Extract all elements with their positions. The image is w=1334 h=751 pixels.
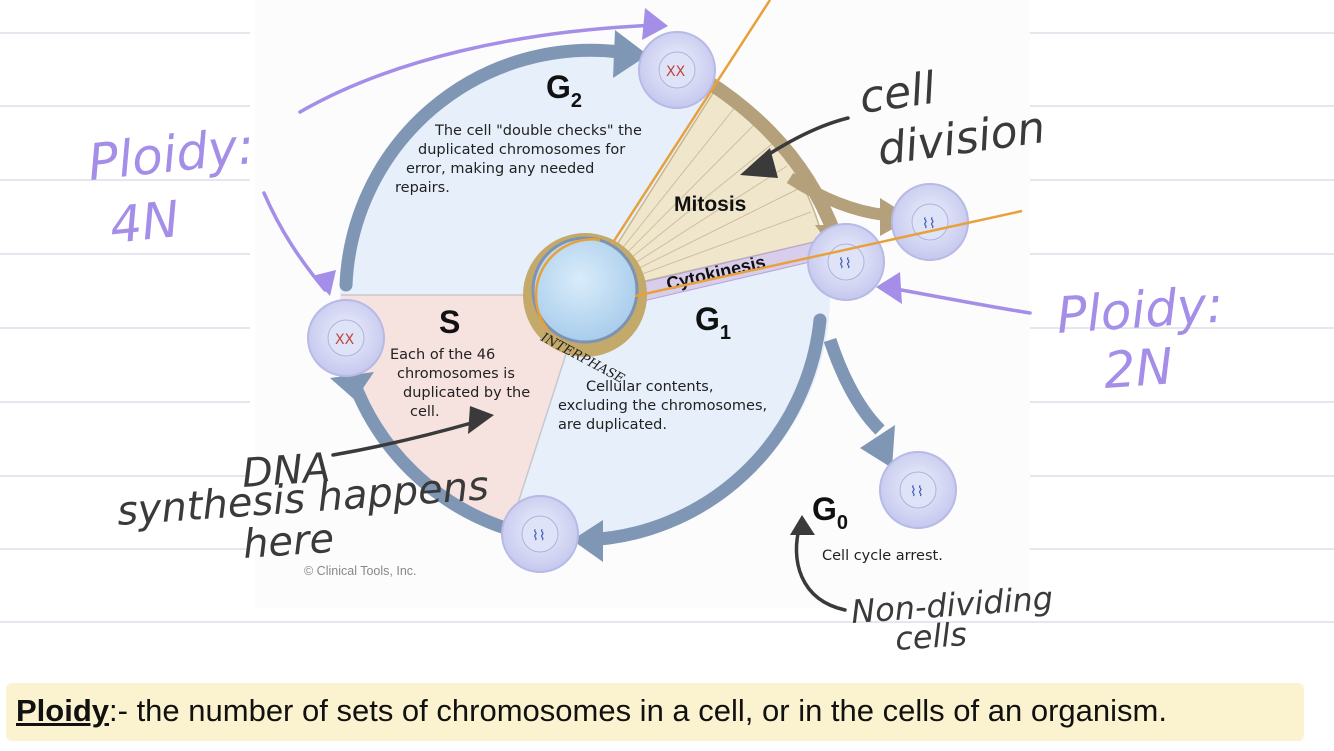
- cell-icon-g0: ⌇⌇: [879, 451, 957, 529]
- cell-icon-g2: XX: [638, 31, 716, 109]
- dark-arrowheads: [468, 148, 815, 535]
- svg-text:duplicated chromosomes for: duplicated chromosomes for: [418, 142, 625, 158]
- cycle-arrows: [339, 43, 827, 547]
- mitosis-arrow: [701, 74, 842, 238]
- svg-text:XX: XX: [335, 332, 355, 348]
- division-boundary-line: [634, 209, 1023, 298]
- svg-text:Each of the 46: Each of the 46: [390, 347, 495, 363]
- g1-label: G1: [695, 301, 731, 344]
- s-label: S: [439, 304, 460, 340]
- cell-icon-s: XX: [307, 299, 385, 377]
- annotation-cell-division: cell division: [856, 63, 1048, 176]
- cell-icon-g1: ⌇⌇: [807, 223, 885, 301]
- definition-body: :- the number of sets of chromosomes in …: [109, 693, 1167, 728]
- svg-text:Ploidy:: Ploidy:: [1055, 275, 1225, 344]
- division-branch-arrow: [786, 172, 886, 221]
- cycle-arrowheads: [330, 30, 648, 562]
- definition-term: Ploidy: [16, 693, 110, 728]
- cell-icon-daughter: ⌇⌇: [891, 183, 969, 261]
- g0-branch-arrow: [823, 337, 885, 435]
- annotation-ploidy-4n: Ploidy: 4N: [85, 117, 257, 255]
- g0-label: G0: [812, 491, 848, 534]
- svg-text:here: here: [241, 516, 335, 568]
- svg-text:cells: cells: [894, 615, 968, 658]
- g2-label: G2: [546, 69, 582, 112]
- annotation-non-dividing: Non-dividing cells: [850, 579, 1054, 658]
- annotation-ploidy-2n: Ploidy: 2N: [1055, 275, 1225, 399]
- g0-description: Cell cycle arrest.: [822, 548, 943, 564]
- svg-text:⌇⌇: ⌇⌇: [838, 256, 852, 272]
- svg-text:repairs.: repairs.: [395, 180, 450, 196]
- svg-text:error, making any needed: error, making any needed: [406, 161, 594, 177]
- s-description: Each of the 46 chromosomes is duplicated…: [390, 347, 530, 420]
- svg-text:⌇⌇: ⌇⌇: [922, 216, 936, 232]
- svg-text:Ploidy:: Ploidy:: [85, 117, 257, 192]
- svg-text:2N: 2N: [1102, 337, 1175, 400]
- svg-text:XX: XX: [666, 64, 686, 80]
- svg-text:excluding the chromosomes,: excluding the chromosomes,: [558, 398, 767, 414]
- definition-text: Ploidy:- the number of sets of chromosom…: [16, 693, 1304, 729]
- svg-text:DNA: DNA: [240, 445, 331, 497]
- interphase-orange-arc: [534, 238, 601, 331]
- svg-text:are duplicated.: are duplicated.: [558, 417, 667, 433]
- notebook-ruled-lines: [0, 32, 1334, 623]
- s-phase-sector: [340, 295, 585, 528]
- svg-text:⌇⌇: ⌇⌇: [910, 484, 924, 500]
- purple-arrowheads: [312, 8, 902, 304]
- svg-text:cell: cell: [856, 63, 939, 124]
- svg-text:Cellular contents,: Cellular contents,: [586, 379, 713, 395]
- division-boundary-line: [610, 0, 772, 245]
- copyright-text: © Clinical Tools, Inc.: [304, 564, 417, 578]
- svg-text:The cell "double checks" the: The cell "double checks" the: [434, 123, 642, 139]
- g2-description: The cell "double checks" the duplicated …: [395, 123, 642, 196]
- svg-text:chromosomes is: chromosomes is: [397, 366, 515, 382]
- definition-box: Ploidy:- the number of sets of chromosom…: [6, 683, 1304, 741]
- svg-text:⌇⌇: ⌇⌇: [532, 528, 546, 544]
- cell-icon-bottom: ⌇⌇: [501, 495, 579, 573]
- g0-branch-arrowhead: [860, 425, 895, 468]
- nucleus: [531, 236, 639, 344]
- svg-text:cell.: cell.: [410, 404, 440, 420]
- svg-text:4N: 4N: [107, 190, 182, 255]
- mitosis-label: Mitosis: [674, 193, 746, 216]
- svg-text:duplicated by the: duplicated by the: [403, 385, 530, 401]
- g1-description: Cellular contents, excluding the chromos…: [558, 379, 767, 433]
